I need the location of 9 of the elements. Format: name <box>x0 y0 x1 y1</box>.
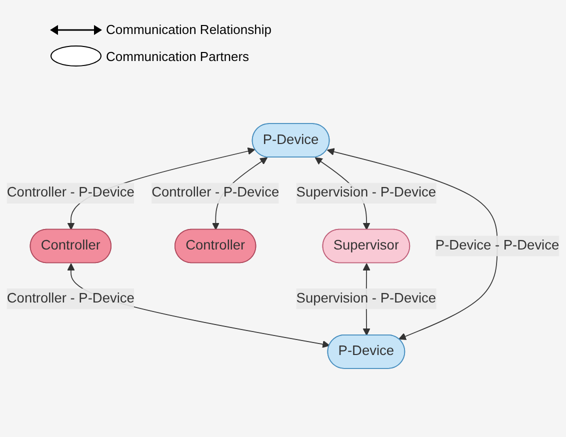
edge-label: Controller - P-Device <box>152 185 280 200</box>
arrow <box>326 148 498 340</box>
legend-text: Communication Partners <box>106 48 250 64</box>
edge-label: Supervision - P-Device <box>296 185 436 200</box>
legend-text: Communication Relationship <box>106 22 272 37</box>
edge-label: Controller - P-Device <box>6 185 134 200</box>
edge-label: P-Device - P-Device <box>435 238 560 253</box>
edge-label: Controller - P-Device <box>6 291 134 306</box>
edge-label: Supervision - P-Device <box>296 291 436 306</box>
